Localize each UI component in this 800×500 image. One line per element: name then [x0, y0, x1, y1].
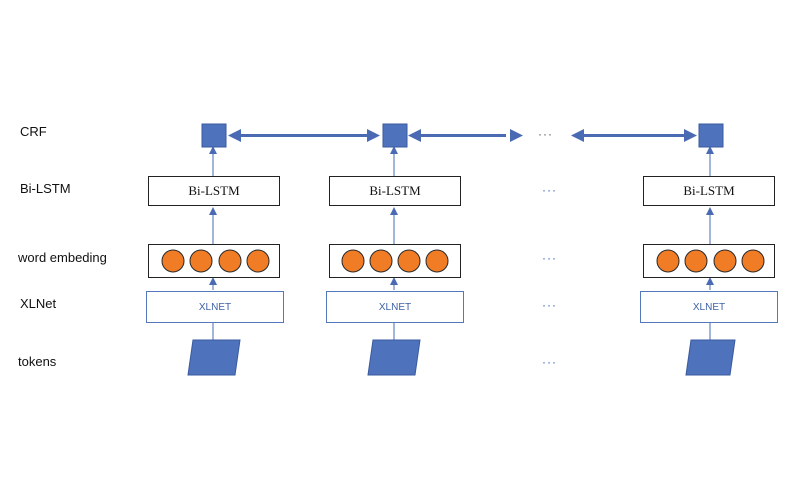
row-label-bilstm: Bi-LSTM	[20, 181, 71, 196]
row-label-tokens: tokens	[18, 354, 57, 369]
bilstm-label-1: Bi-LSTM	[188, 183, 240, 198]
row-label-crf: CRF	[20, 124, 47, 139]
ellipsis-bilstm: ···	[542, 183, 557, 197]
embedding-unit	[425, 249, 449, 273]
token-shape-2	[367, 339, 421, 376]
xlnet-label-1: XLNET	[198, 301, 232, 313]
row-label-embedding: word embeding	[18, 250, 107, 265]
embedding-unit	[161, 249, 185, 273]
bilstm-label-2: Bi-LSTM	[369, 183, 421, 198]
ellipsis-xlnet: ···	[542, 298, 557, 312]
embedding-unit	[369, 249, 393, 273]
xlnet-label-3: XLNET	[692, 301, 726, 313]
embedding-vector-3	[656, 249, 765, 273]
ellipsis-embedding: ···	[542, 251, 557, 265]
embedding-box-2	[329, 244, 461, 278]
embedding-unit	[713, 249, 737, 273]
embedding-unit	[684, 249, 708, 273]
xlnet-box-2: XLNET	[326, 291, 464, 323]
token-shape-3	[685, 339, 736, 376]
embedding-unit	[397, 249, 421, 273]
embedding-unit	[218, 249, 242, 273]
crf-link-ellipsis-3	[571, 129, 697, 142]
bilstm-label-3: Bi-LSTM	[683, 183, 735, 198]
embedding-unit	[246, 249, 270, 273]
ellipsis-tokens: ···	[542, 355, 557, 369]
crf-node-2	[382, 123, 408, 148]
crf-link-1-2	[228, 129, 380, 142]
embedding-unit	[741, 249, 765, 273]
embedding-box-3	[643, 244, 775, 278]
embedding-unit	[656, 249, 680, 273]
bilstm-box-3: Bi-LSTM	[643, 176, 775, 206]
xlnet-box-3: XLNET	[640, 291, 778, 323]
embedding-vector-2	[341, 249, 449, 273]
embedding-unit	[189, 249, 213, 273]
crf-node-1	[201, 123, 227, 148]
embedding-box-1	[148, 244, 280, 278]
ellipsis-crf: ···	[538, 127, 553, 141]
xlnet-box-1: XLNET	[146, 291, 284, 323]
embedding-unit	[341, 249, 365, 273]
bilstm-box-2: Bi-LSTM	[329, 176, 461, 206]
embedding-vector-1	[161, 249, 270, 273]
crf-link-2-ellipsis	[408, 129, 523, 142]
bilstm-box-1: Bi-LSTM	[148, 176, 280, 206]
xlnet-label-2: XLNET	[378, 301, 412, 313]
row-label-xlnet: XLNet	[20, 296, 57, 311]
crf-node-3	[698, 123, 724, 148]
token-shape-1	[187, 339, 241, 376]
